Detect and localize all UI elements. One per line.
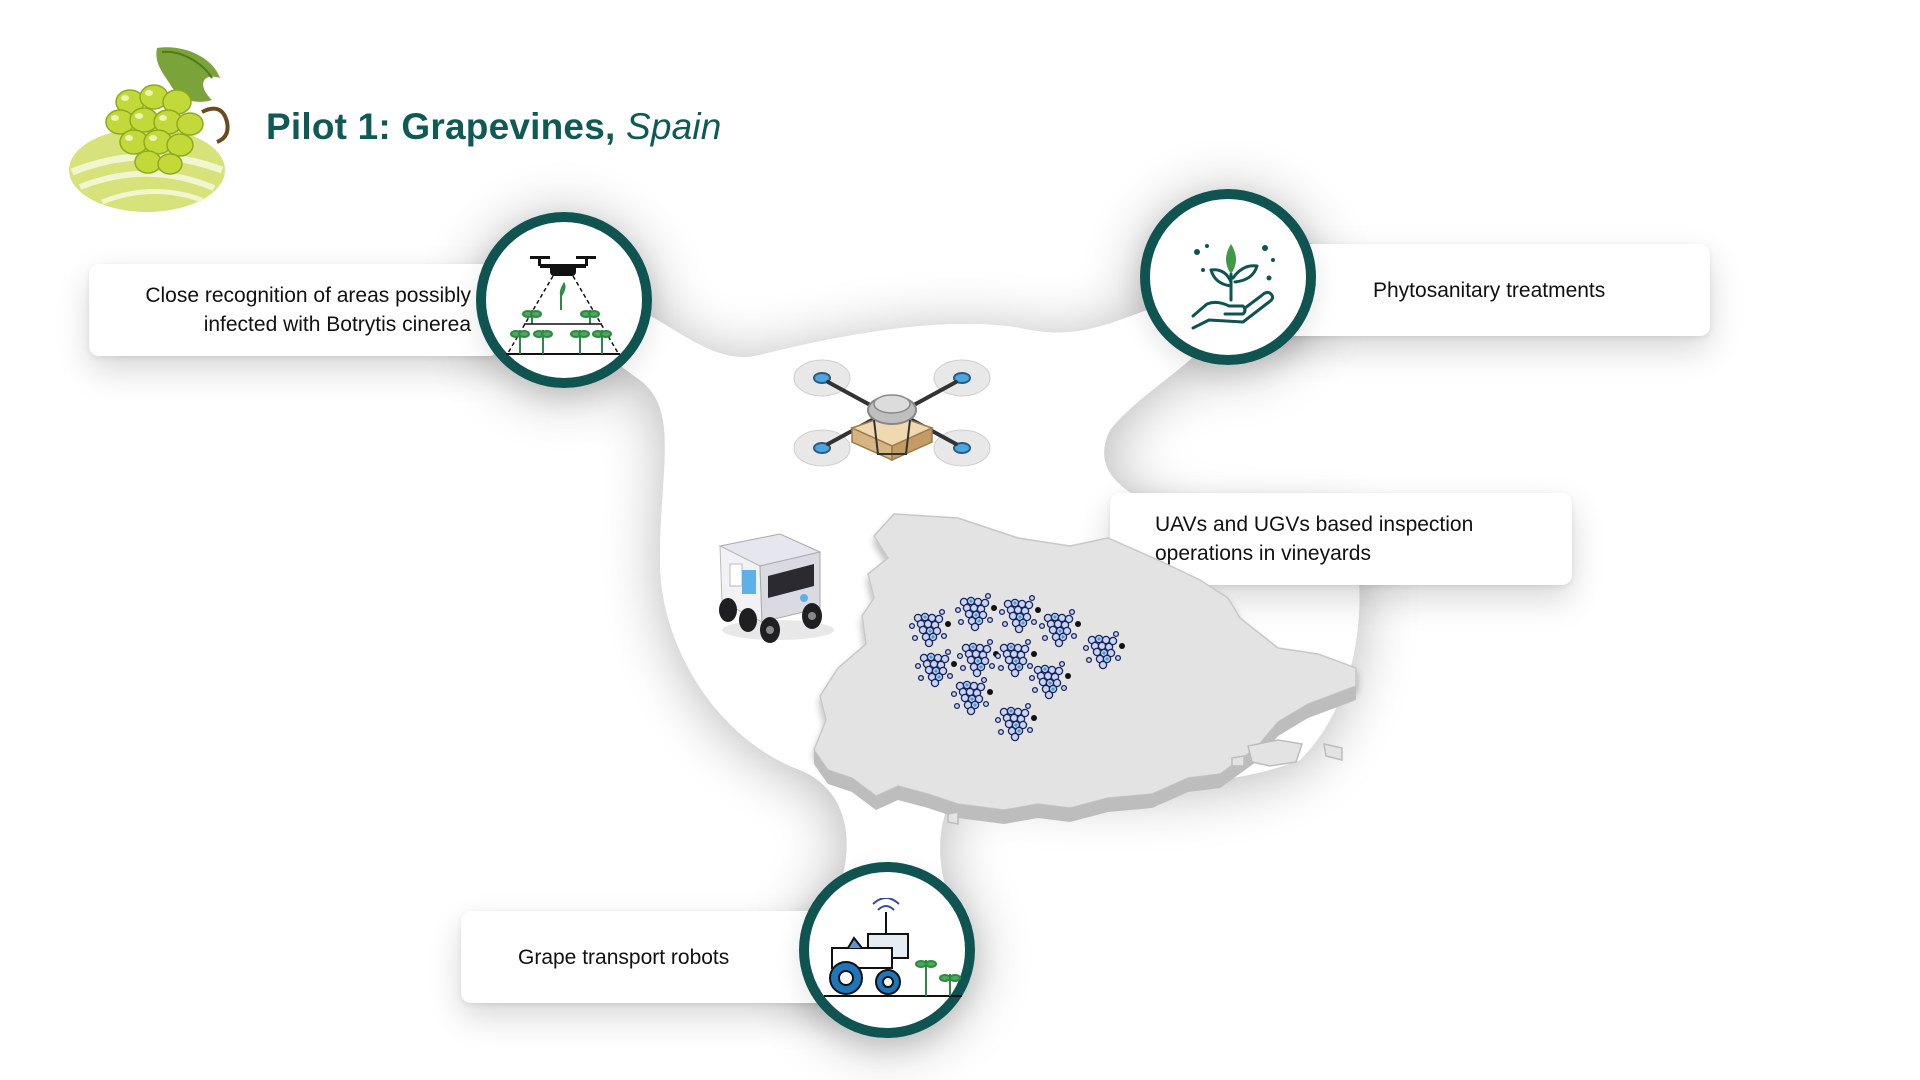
card-phytosanitary: Phytosanitary treatments xyxy=(1260,244,1710,336)
card-transport-text: Grape transport robots xyxy=(518,945,730,969)
card-transport: Grape transport robots xyxy=(461,911,841,1003)
plant-hand-icon xyxy=(1191,244,1275,330)
drone-icon xyxy=(793,359,991,467)
grape-logo-icon xyxy=(69,47,230,212)
card-recognition-line1: Close recognition of areas possibly xyxy=(145,284,471,307)
spain-map-icon xyxy=(813,513,1357,825)
card-inspection-line1: UAVs and UGVs based inspection xyxy=(1155,513,1474,536)
card-recognition: Close recognition of areas possibly infe… xyxy=(89,264,499,356)
card-recognition-line2: infected with Botrytis cinerea xyxy=(203,313,471,336)
drone-field-icon xyxy=(506,256,620,355)
page-title: Pilot 1: Grapevines, Spain xyxy=(266,106,722,148)
card-inspection-line2: operations in vineyards xyxy=(1155,542,1371,565)
card-inspection: UAVs and UGVs based inspection operation… xyxy=(1110,493,1572,585)
title-main: Pilot 1: Grapevines, xyxy=(266,106,626,147)
ugv-robot-icon xyxy=(718,533,834,643)
robot-tractor-icon xyxy=(824,898,962,997)
title-country: Spain xyxy=(625,106,722,147)
ring-recognition xyxy=(476,212,652,388)
card-phytosanitary-text: Phytosanitary treatments xyxy=(1373,278,1606,302)
